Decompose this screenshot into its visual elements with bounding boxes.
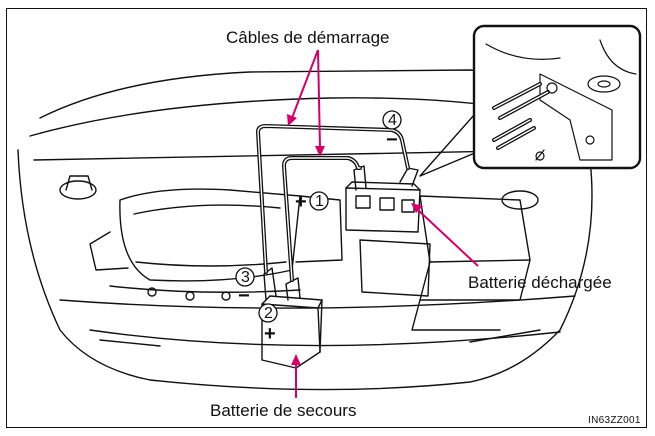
step-3-circle <box>235 267 255 287</box>
dead-battery-label: Batterie déchargée <box>468 273 612 292</box>
step-3-number: 3 <box>241 269 250 286</box>
minus-sign-booster-battery: − <box>238 285 250 307</box>
left-fender <box>17 149 151 381</box>
figure-code: IN63ZZ001 <box>588 415 641 426</box>
right-strut-tower <box>501 190 539 210</box>
step-4-circle <box>382 110 402 130</box>
cowl-line <box>33 149 561 161</box>
step-2-number: 2 <box>264 305 273 322</box>
right-fender <box>469 159 593 383</box>
front-bumper <box>89 329 561 347</box>
jumper-cable-positive-core <box>283 157 361 281</box>
magnifier-pointer <box>419 105 483 177</box>
jumper-cable-negative-core <box>257 125 409 273</box>
step-2-circle <box>258 303 278 323</box>
cable-callout-arrow-right <box>317 49 321 149</box>
step-4-number: 4 <box>388 112 397 129</box>
step-1-number: 1 <box>315 193 324 210</box>
jumper-cables-label: Câbles de démarrage <box>226 28 390 47</box>
bottom-lip <box>149 379 471 391</box>
plus-sign-dead-battery: + <box>295 191 307 213</box>
air-box <box>419 195 531 263</box>
dead-battery-callout-arrow <box>417 209 479 267</box>
minus-sign-ground: − <box>386 129 398 151</box>
booster-battery-body <box>261 303 321 369</box>
left-strut-tower <box>59 180 97 200</box>
clamp-negative-ground <box>399 167 419 187</box>
booster-battery-label: Batterie de secours <box>210 401 357 420</box>
engine-cover <box>119 188 301 282</box>
dead-battery-body <box>345 187 421 233</box>
magnifier-box <box>472 24 642 170</box>
radiator-support <box>59 295 576 309</box>
cable-callout-arrow-left <box>291 49 319 119</box>
plus-sign-booster-battery: + <box>264 323 276 345</box>
hood-outline <box>39 69 546 119</box>
clamp-negative-booster <box>263 267 277 301</box>
step-1-circle <box>309 191 329 211</box>
